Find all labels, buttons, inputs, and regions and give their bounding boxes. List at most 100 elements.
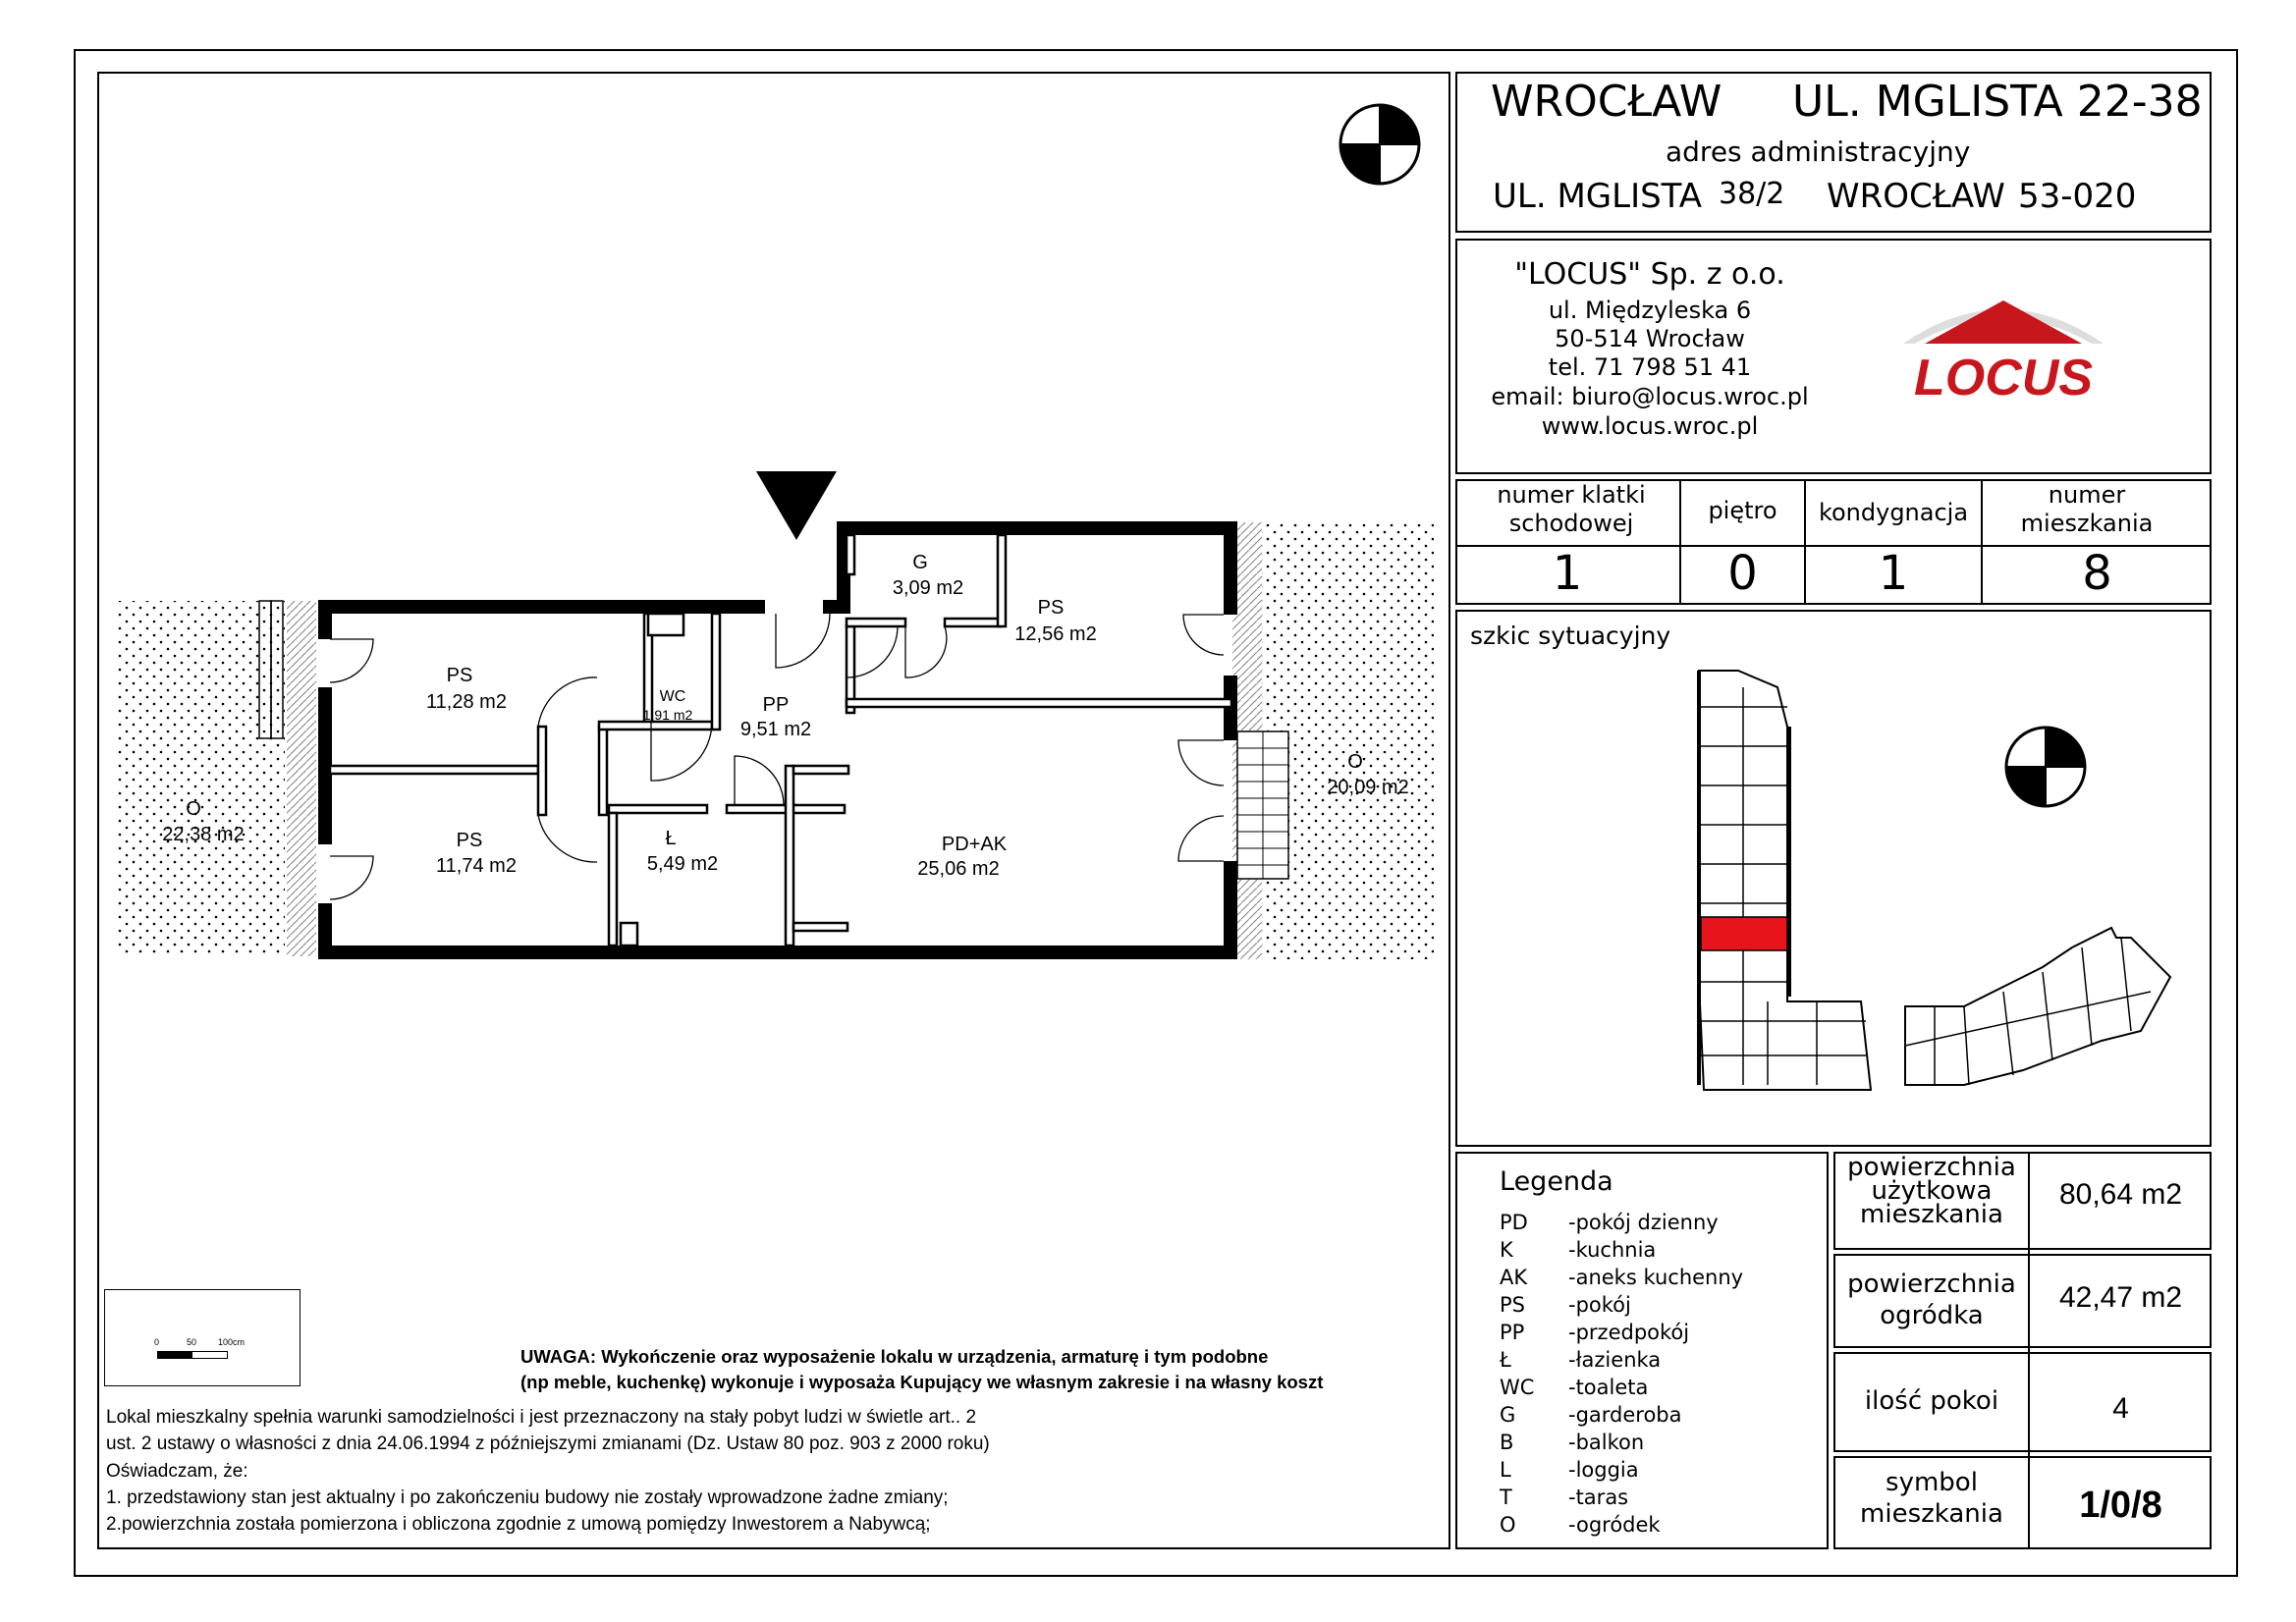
rooms-value: 4 <box>2112 1392 2129 1425</box>
situation-label: szkic sytuacyjny <box>1470 622 1671 650</box>
unit-value-floor: 0 <box>1727 546 1758 601</box>
garden-label: powierzchnia ogródka <box>1833 1269 2030 1331</box>
company-name: "LOCUS" Sp. z o.o. <box>1514 257 1785 292</box>
legend-code: Ł <box>1500 1348 1511 1372</box>
legend-desc: -garderoba <box>1568 1403 1682 1427</box>
drawing-frame <box>97 72 1450 1549</box>
unit-value-storey: 1 <box>1878 546 1909 601</box>
note-line-3: Oświadczam, że: <box>106 1461 248 1482</box>
unit-header-stairwell: numer klatki schodowej <box>1497 481 1646 537</box>
door-swings <box>329 613 1225 900</box>
scale-label-50: 50 <box>187 1337 197 1347</box>
area-value: 80,64 m2 <box>2058 1178 2183 1211</box>
legend-code: B <box>1500 1431 1514 1454</box>
symbol-label-2: mieszkania <box>1860 1499 2003 1529</box>
legend-desc: -toaleta <box>1568 1376 1649 1399</box>
legend-desc: -pokój <box>1568 1293 1631 1317</box>
note-line-5: 2.powierzchnia została pomierzona i obli… <box>106 1514 931 1535</box>
address-box <box>1455 72 2212 233</box>
legend-title: Legenda <box>1500 1166 1613 1197</box>
entrance-arrow-icon <box>756 471 837 540</box>
scale-box <box>104 1289 301 1386</box>
admin-postcode: 53-020 <box>2018 177 2137 216</box>
legend-desc: -aneks kuchenny <box>1568 1266 1744 1289</box>
legend-code: K <box>1500 1238 1513 1262</box>
logo-text: LOCUS <box>1914 350 2093 406</box>
legend-desc: -ogródek <box>1568 1513 1661 1537</box>
area-label: powierzchnia użytkowa mieszkania <box>1833 1155 2030 1229</box>
legend-desc: -przedpokój <box>1568 1321 1690 1344</box>
warning-line-1: UWAGA: Wykończenie oraz wyposażenie loka… <box>520 1346 1269 1367</box>
unit-value-stairwell: 1 <box>1552 546 1583 601</box>
header-city: WROCŁAW <box>1491 77 1722 127</box>
summary-garden-box <box>1833 1254 2212 1348</box>
legend-code: WC <box>1500 1376 1535 1399</box>
symbol-label-1: symbol <box>1886 1468 1978 1497</box>
situation-plan <box>1697 670 2172 1091</box>
legend-code: PS <box>1500 1293 1525 1317</box>
note-line-4: 1. przedstawiony stan jest aktualny i po… <box>106 1487 949 1508</box>
room-l-area: 5,49 m2 <box>647 853 718 875</box>
company-www: www.locus.wroc.pl <box>1541 412 1759 440</box>
company-box <box>1455 239 2212 474</box>
scale-label-0: 0 <box>154 1337 160 1347</box>
legend-desc: -loggia <box>1568 1458 1639 1482</box>
room-ps3-name: PS <box>457 830 483 851</box>
exterior-walls <box>318 521 1237 959</box>
room-pp-name: PP <box>763 694 790 716</box>
company-address2: 50-514 Wrocław <box>1555 325 1745 352</box>
garden-value: 42,47 m2 <box>2058 1281 2183 1314</box>
outer-frame <box>74 49 2238 1577</box>
garden-left-name: O <box>186 798 201 820</box>
room-pdak-name: PD+AK <box>942 834 1008 855</box>
room-ps2-name: PS <box>1038 597 1065 619</box>
locus-logo: LOCUS <box>1903 300 2104 406</box>
company-phone: tel. 71 798 51 41 <box>1548 353 1752 381</box>
legend-code: O <box>1500 1513 1516 1537</box>
room-wc-name: WC <box>660 688 686 705</box>
rooms-label: ilość pokoi <box>1864 1386 1999 1416</box>
note-line-1: Lokal mieszkalny spełnia warunki samodzi… <box>106 1407 977 1428</box>
logo-arc <box>1903 309 2104 344</box>
room-l-name: Ł <box>665 828 676 849</box>
legend-desc: -taras <box>1568 1486 1629 1509</box>
header-street: UL. MGLISTA 22-38 <box>1792 77 2203 127</box>
garden-left <box>116 601 285 956</box>
legend-box <box>1455 1152 1829 1549</box>
room-ps1-name: PS <box>447 665 473 686</box>
room-ps3-area: 11,74 m2 <box>436 855 517 877</box>
area-label-3: mieszkania <box>1860 1200 2003 1229</box>
admin-city: WROCŁAW <box>1827 177 2005 216</box>
summary-symbol-box <box>1833 1456 2212 1549</box>
symbol-value: 1/0/8 <box>2079 1485 2162 1526</box>
company-email: email: biuro@locus.wroc.pl <box>1491 383 1809 410</box>
unit-value-flat: 8 <box>2082 546 2112 601</box>
legend-desc: -pokój dzienny <box>1568 1211 1719 1234</box>
room-ps1-area: 11,28 m2 <box>426 691 507 713</box>
garden-right-name: O <box>1347 751 1363 773</box>
unit-header-flat: numer mieszkania <box>2020 481 2154 537</box>
room-pdak-area: 25,06 m2 <box>917 858 999 880</box>
admin-street: UL. MGLISTA <box>1493 177 1703 216</box>
area-label-2: użytkowa <box>1871 1176 1993 1206</box>
unit-info-box <box>1455 479 2212 605</box>
garden-label-1: powierzchnia <box>1847 1270 2016 1299</box>
garden-left-area: 22,38 m2 <box>162 824 244 845</box>
legend-desc: -łazienka <box>1568 1348 1662 1372</box>
summary-rooms-box <box>1833 1352 2212 1452</box>
scale-bar <box>157 1351 228 1359</box>
garden-label-2: ogródka <box>1880 1301 1984 1330</box>
situation-box <box>1455 610 2212 1147</box>
note-line-2: ust. 2 ustawy o własności z dnia 24.06.1… <box>106 1433 990 1454</box>
logo-roof-icon <box>1925 300 2082 344</box>
situation-compass-icon <box>2004 726 2087 808</box>
legend-desc: -balkon <box>1568 1431 1645 1454</box>
legend-code: PD <box>1500 1211 1528 1234</box>
legend-desc: -kuchnia <box>1568 1238 1657 1262</box>
legend-code: PP <box>1500 1321 1525 1344</box>
company-address1: ul. Międzyleska 6 <box>1548 297 1752 324</box>
room-g-area: 3,09 m2 <box>893 577 963 599</box>
warning-line-2: (np meble, kuchenkę) wykonuje i wyposaża… <box>520 1372 1324 1392</box>
summary-area-box <box>1833 1152 2212 1250</box>
